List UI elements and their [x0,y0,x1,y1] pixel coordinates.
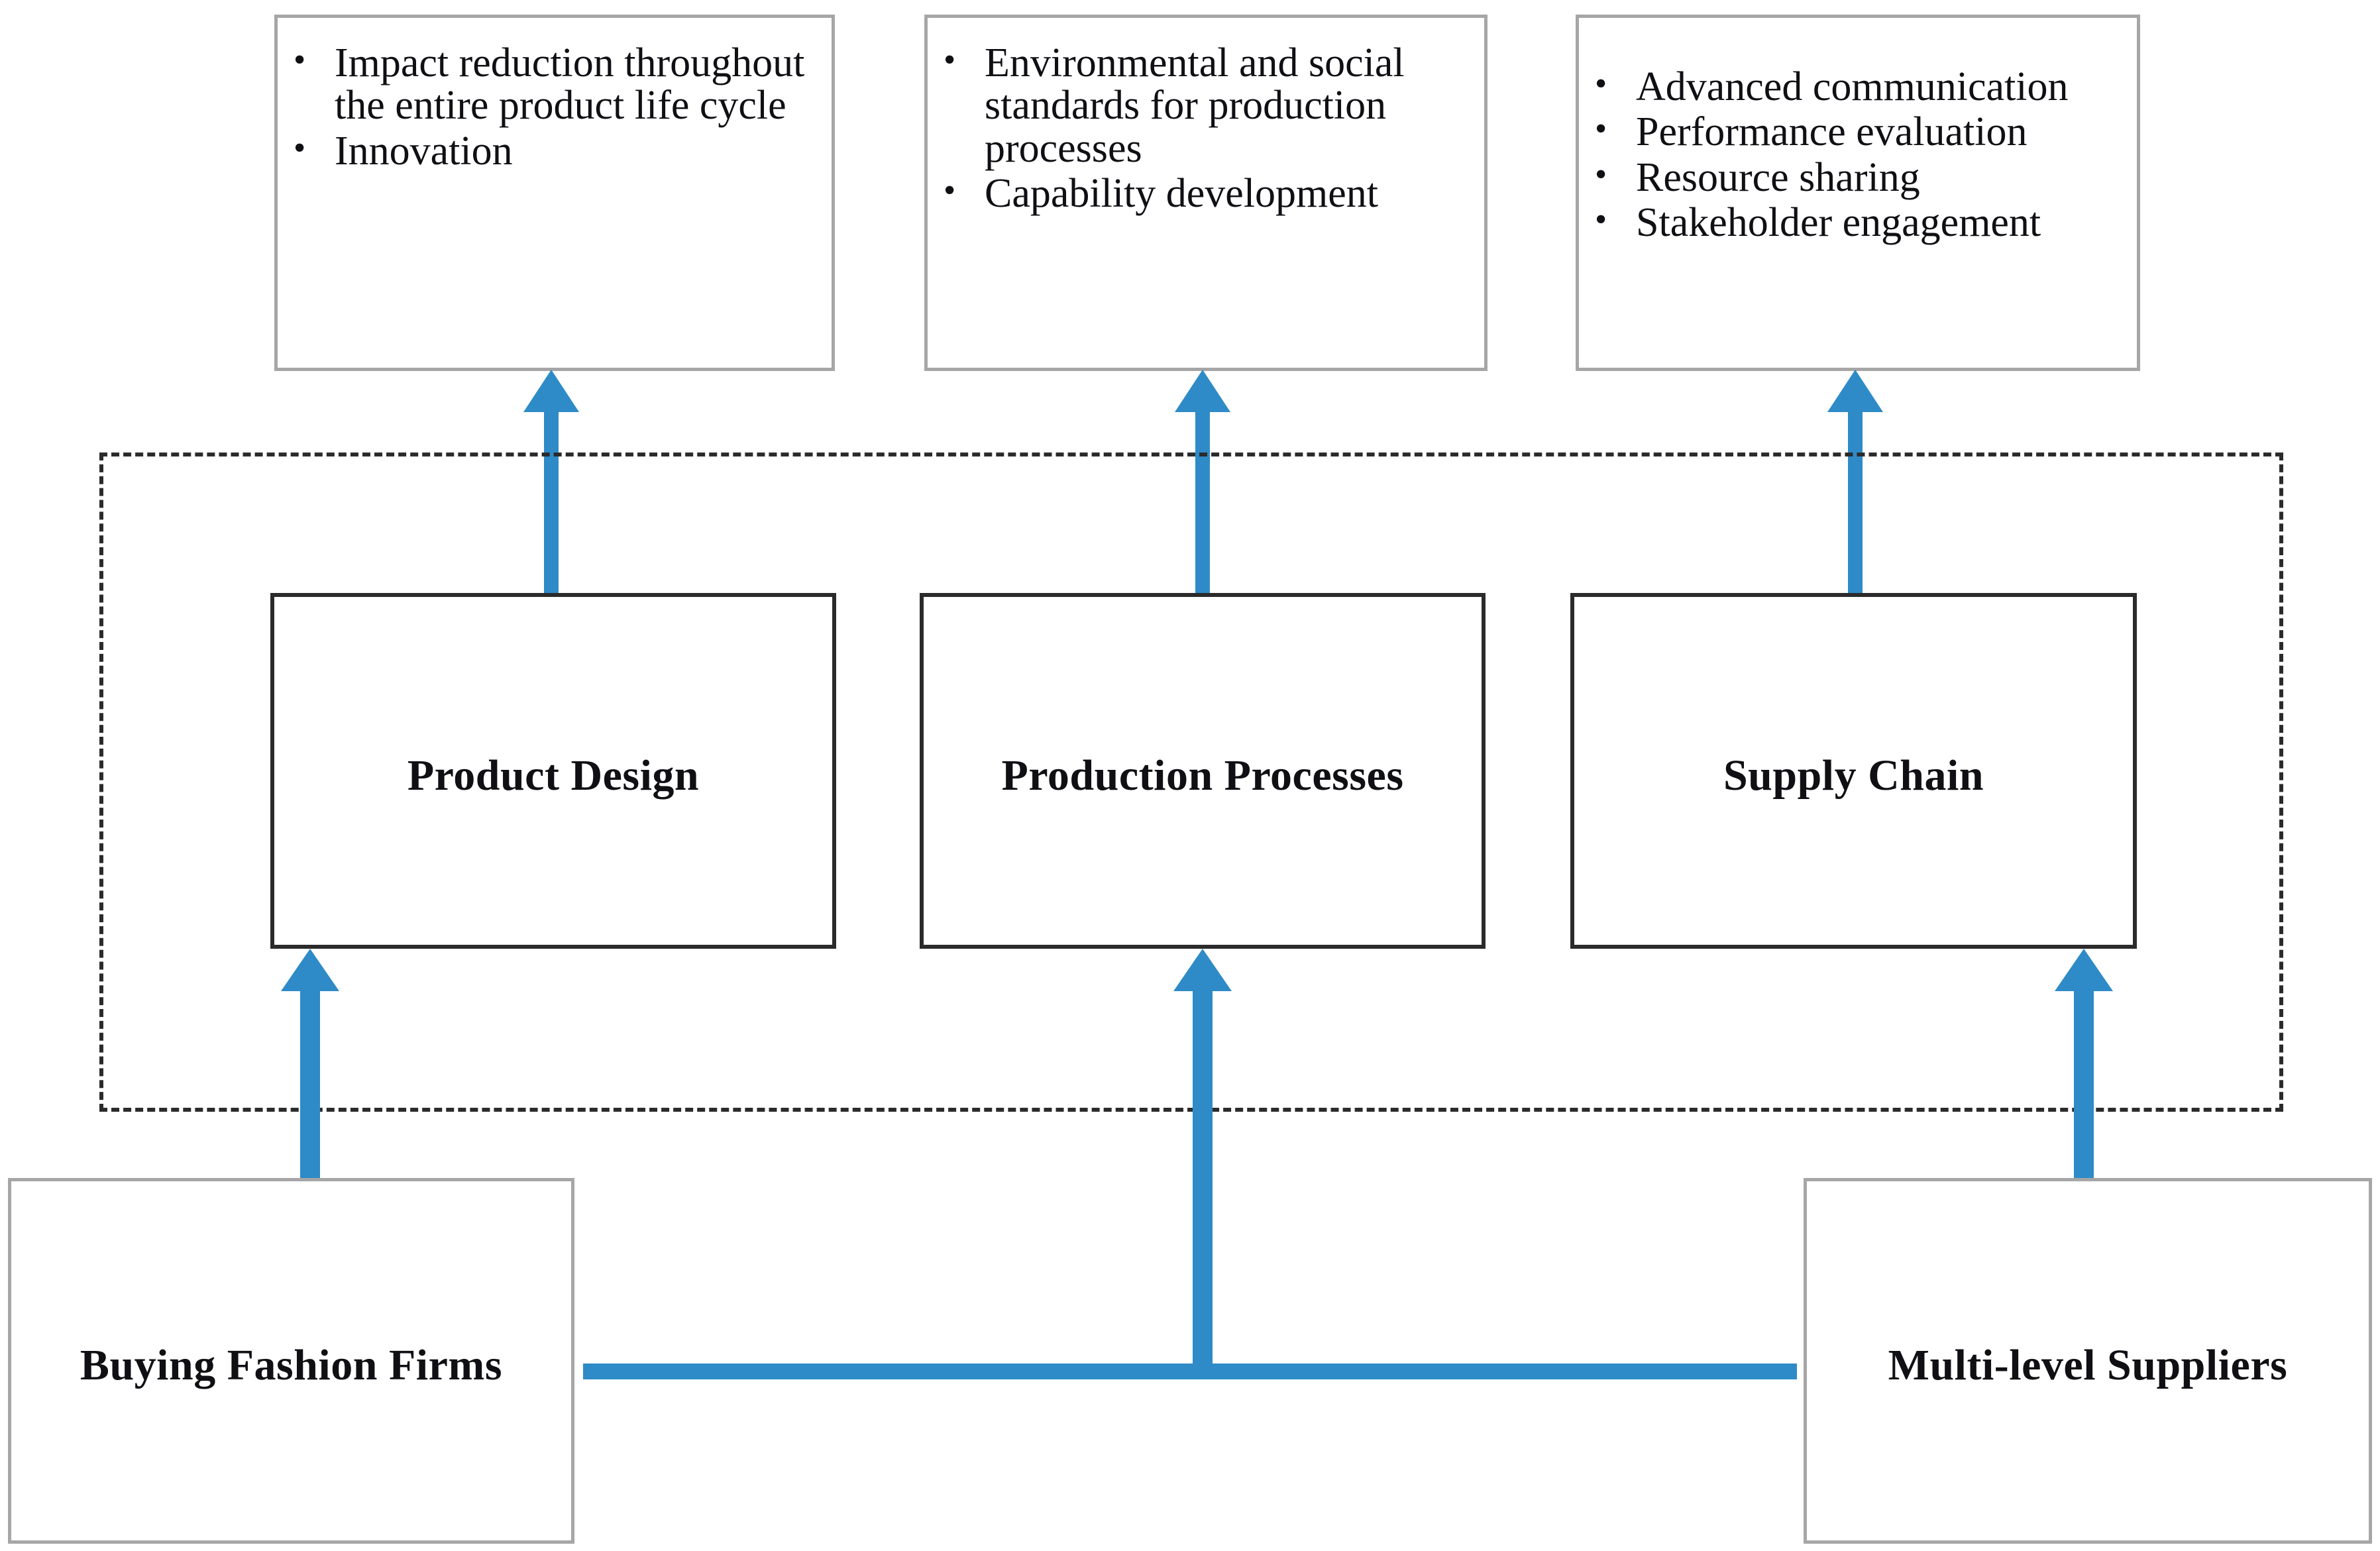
actor-box-buying-fashion-firms: Buying Fashion Firms [8,1178,574,1544]
outcome-box-production-processes: Environmental and social standards for p… [924,15,1488,371]
dashed-boundary-region [99,453,2283,1112]
outcome-bullet-list: Environmental and social standards for p… [928,40,1484,218]
pillar-box-supply-chain: Supply Chain [1570,593,2137,949]
list-item: Capability development [928,171,1466,215]
outcome-box-supply-chain: Advanced communication Performance evalu… [1576,15,2140,371]
arrow-shaft [1193,986,1213,1379]
arrow-head-icon [1175,370,1230,412]
pillar-label: Production Processes [1001,751,1404,800]
list-item: Innovation [278,129,813,172]
outcome-bullet-list: Impact reduction throughout the entire p… [278,40,832,175]
arrow-head-icon [523,370,579,412]
arrow-buying-firms-to-product-design [277,949,343,1179]
arrow-head-icon [2055,949,2113,991]
pillar-box-product-design: Product Design [270,593,836,949]
arrow-shaft [300,986,320,1179]
outcome-bullet-list: Advanced communication Performance evalu… [1579,64,2137,247]
list-item: Advanced communication [1579,64,2118,108]
arrow-suppliers-to-supply-chain [2051,949,2117,1179]
list-item: Stakeholder engagement [1579,200,2118,244]
pillar-label: Supply Chain [1723,751,1984,800]
arrow-shaft [2074,986,2094,1179]
actor-label: Buying Fashion Firms [80,1341,503,1389]
arrow-head-icon [1173,949,1232,991]
actor-label: Multi-level Suppliers [1888,1341,2288,1389]
arrow-shared-link-to-production-processes [1169,949,1236,1379]
list-item: Environmental and social standards for p… [928,40,1466,170]
list-item: Resource sharing [1579,155,2118,199]
actor-box-multi-level-suppliers: Multi-level Suppliers [1804,1178,2372,1544]
list-item: Performance evaluation [1579,109,2118,153]
actor-link-line [583,1364,1797,1379]
arrow-head-icon [281,949,339,991]
pillar-label: Product Design [407,751,700,800]
list-item: Impact reduction throughout the entire p… [278,40,813,127]
arrow-head-icon [1827,370,1883,412]
pillar-box-production-processes: Production Processes [920,593,1486,949]
outcome-box-product-design: Impact reduction throughout the entire p… [274,15,835,371]
